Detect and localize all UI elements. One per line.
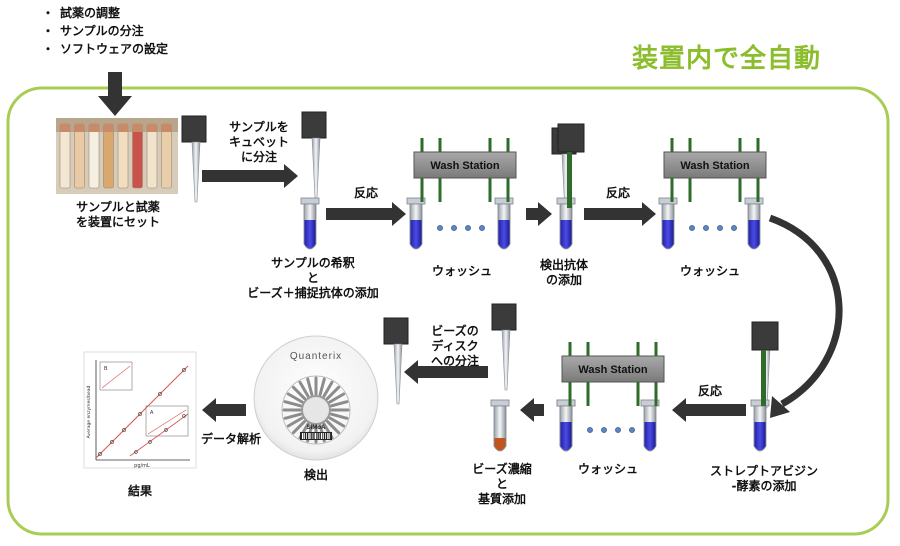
graph-x-label: pg/mL: [134, 463, 150, 469]
label-dispense-to-disc: ビーズの ディスク への分注: [430, 324, 479, 368]
pipette-tip-icon: [383, 317, 409, 405]
label-reaction-3: 反応: [697, 384, 722, 398]
wash-station-icon: Wash Station: [413, 138, 517, 202]
label-wash-1: ウォッシュ: [431, 264, 492, 278]
down-arrow-icon: [98, 72, 132, 116]
wash-station-icon: Wash Station: [561, 342, 665, 406]
label-result: 結果: [127, 484, 152, 498]
cuvette-icon: [744, 197, 764, 250]
flow-arrows: [202, 164, 746, 422]
pipette-tip-icon: [181, 115, 207, 203]
ellipsis-dots: [689, 225, 737, 231]
simoa-disc: Quanterix SiMoA: [253, 335, 379, 461]
reagent-injector-icon: [751, 321, 779, 406]
graph-panel-a-label: A: [150, 410, 154, 416]
svg-text:Wash Station: Wash Station: [430, 160, 500, 172]
graph-panel-b-label: B: [104, 366, 108, 372]
label-dispense-to-cuvette: サンプルを キュベット に分注: [228, 120, 289, 164]
svg-text:Wash Station: Wash Station: [578, 364, 648, 376]
label-dilution-bead-add: サンプルの希釈 と ビーズ＋捕捉抗体の添加: [247, 256, 379, 300]
calibration-line: [129, 413, 189, 457]
preparation-step: 試薬の調整: [42, 4, 168, 22]
label-bead-concentrate: ビーズ濃縮 と 基質添加: [472, 462, 532, 506]
label-wash-2: ウォッシュ: [679, 264, 740, 278]
label-data-analysis: データ解析: [200, 432, 261, 446]
label-detection-ab-add: 検出抗体 の添加: [539, 258, 588, 287]
pipette-tip-icon: [301, 111, 327, 199]
ellipsis-dots: [437, 225, 485, 231]
graph-y-label: Average enzymes/bead: [86, 385, 92, 438]
wash-station-icon: Wash Station: [663, 138, 767, 202]
cuvette-icon: [406, 197, 426, 250]
preparation-step: サンプルの分注: [42, 22, 168, 40]
label-wash-3: ウォッシュ: [577, 462, 638, 476]
cuvette-icon: [556, 399, 576, 452]
cuvette-icon: [490, 399, 510, 452]
curved-arrow-head-icon: [770, 396, 790, 418]
inset-panel-a: [145, 405, 189, 437]
cuvette-icon: [300, 197, 320, 250]
cuvette-icon: [750, 399, 770, 452]
label-streptavidin-add: ストレプトアビジン -酵素の添加: [709, 464, 818, 493]
fully-automated-headline: 装置内で全自動: [632, 44, 822, 74]
label-reaction-2: 反応: [605, 186, 630, 200]
reagent-injector-icon: [557, 123, 585, 208]
calibration-line: [95, 365, 189, 459]
automation-frame: [6, 86, 890, 536]
preparation-step: ソフトウェアの設定: [42, 40, 168, 58]
label-reaction-1: 反応: [353, 186, 378, 200]
label-detection: 検出: [303, 468, 328, 482]
cuvette-icon: [658, 197, 678, 250]
cuvette-icon: [640, 399, 660, 452]
curved-connector-arrow: [768, 214, 843, 408]
label-set-samples: サンプルと試薬 を装置にセット: [75, 200, 160, 229]
cuvette-icon: [556, 197, 576, 250]
preparation-steps-list: 試薬の調整 サンプルの分注 ソフトウェアの設定: [42, 4, 168, 58]
sample-rack-photo: [56, 118, 178, 194]
cuvette-icon: [494, 197, 514, 250]
pipette-tip-icon: [491, 303, 517, 391]
ellipsis-dots: [587, 427, 635, 433]
result-graph: B A pg/mL Average enzymes/bead: [83, 351, 197, 469]
disc-chip-label: SiMoA: [307, 425, 326, 431]
inset-panel-b: [99, 361, 133, 391]
svg-text:Wash Station: Wash Station: [680, 160, 750, 172]
disc-brand-label: Quanterix: [290, 351, 342, 362]
